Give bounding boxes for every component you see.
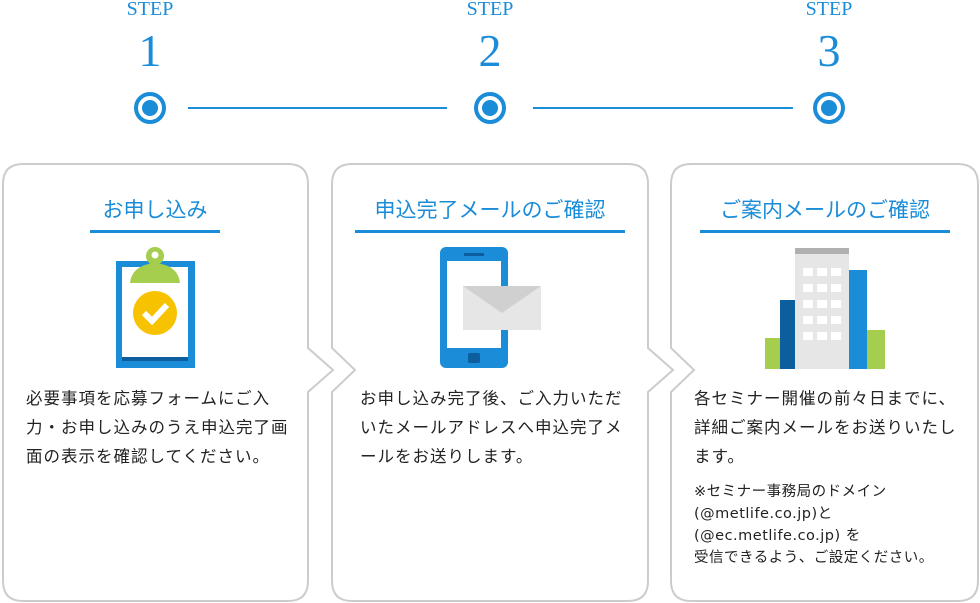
note-line: (@ec.metlife.co.jp) を [694,528,861,544]
step-3-label: STEP [805,0,853,20]
step-1-number: 1 [138,25,162,76]
card-2-title: 申込完了メールのご確認 [355,194,625,233]
step-3-dot [813,92,845,124]
step-connector [188,107,447,109]
step-connector [533,107,793,109]
step-2-dot [474,92,506,124]
note-line: (@metlife.co.jp)と [694,506,833,522]
card-1-description: 必要事項を応募フォームにご入力・お申し込みのうえ申込完了画面の表示を確認してくだ… [26,389,289,466]
card-2-outline [331,163,675,602]
card-3-outline [670,163,979,602]
card-1-outline [2,163,335,602]
note-line: 受信できるよう、ご設定ください。 [694,550,934,566]
card-1-title: お申し込み [90,194,220,233]
clipboard-check-icon [116,247,195,368]
card-3-note: ※セミナー事務局のドメイン (@metlife.co.jp)と (@ec.met… [694,481,969,569]
phone-mail-icon [440,247,541,368]
step-1-label: STEP [126,0,174,20]
building-icon [765,248,885,369]
step-2-number: 2 [478,25,502,76]
card-3-title: ご案内メールのご確認 [700,194,950,233]
note-line: ※セミナー事務局のドメイン [694,484,887,500]
step-1-dot [134,92,166,124]
card-2-description: お申し込み完了後、ご入力いただいたメールアドレスへ申込完了メールをお送りします。 [360,389,623,466]
card-3-description: 各セミナー開催の前々日までに、詳細ご案内メールをお送りいたします。 [694,389,957,466]
step-2-label: STEP [466,0,514,20]
step-3-number: 3 [817,25,841,76]
